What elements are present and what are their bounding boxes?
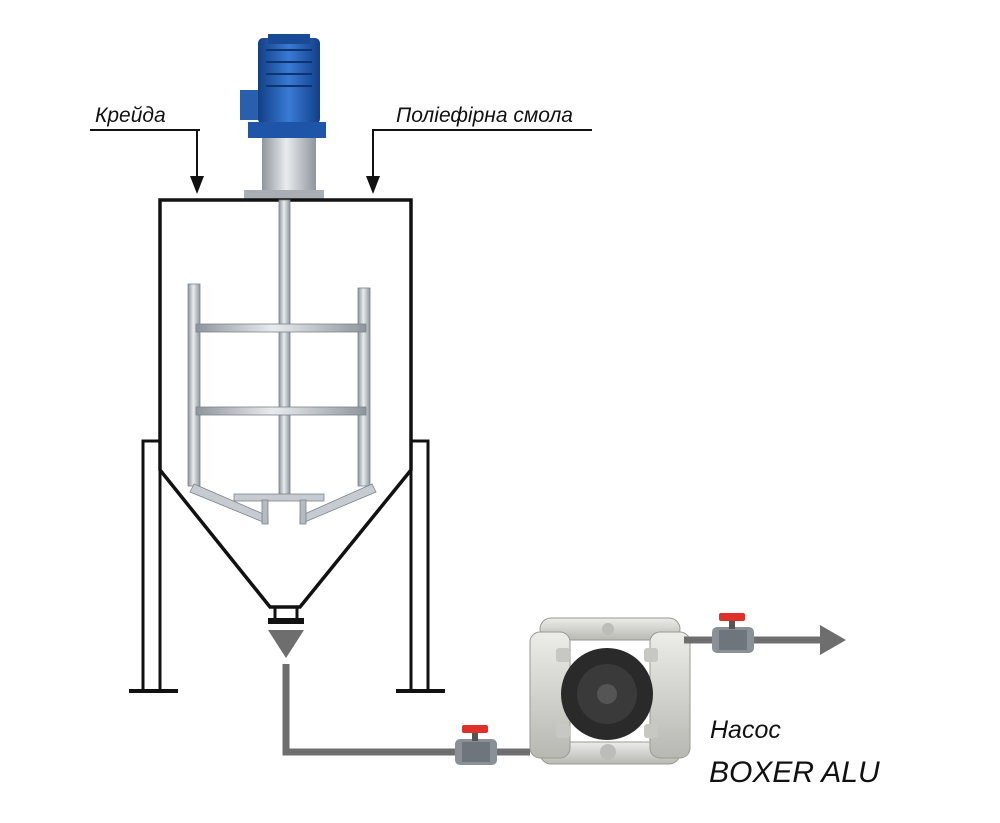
agitator [187,199,377,525]
mixer-motor [240,34,326,199]
discharge-arrow [820,625,846,655]
resin-input-label: Поліефірна смола [396,104,573,127]
suction-pipe [282,664,530,756]
pump-title-label: Насос [710,716,781,744]
input-arrow-resin [366,129,592,194]
outlet-arrow [268,630,304,658]
pump-model-label: BOXER ALU [709,756,880,789]
chalk-input-label: Крейда [95,104,166,127]
suction-valve [455,725,497,765]
input-arrow-chalk [90,129,204,194]
diaphragm-pump [529,617,691,765]
tank-legs [129,439,445,693]
discharge-valve [712,613,754,653]
